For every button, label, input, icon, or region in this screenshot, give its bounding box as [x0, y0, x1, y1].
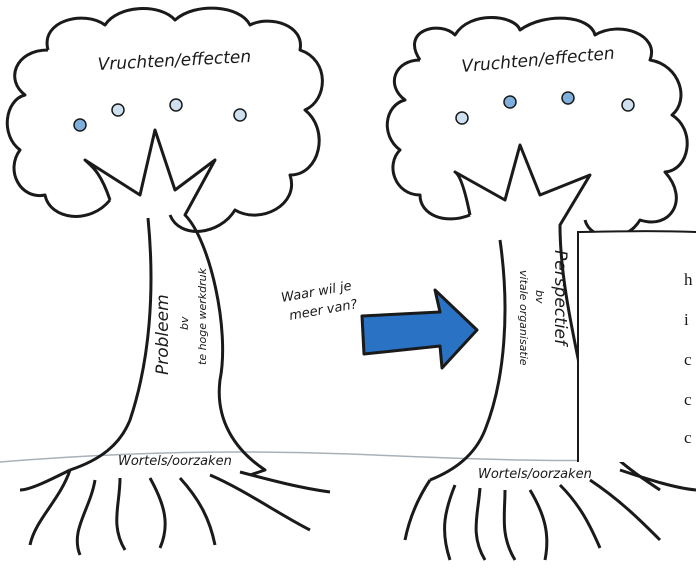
edge-letter: c [684, 428, 692, 448]
right-trunk-label: Perspectief [550, 250, 570, 348]
left-tree-crown [7, 8, 322, 231]
fruit-icon [112, 104, 124, 116]
right-trunk-sub-2: vitale organisatie [517, 270, 530, 366]
left-tree-roots [20, 470, 330, 555]
left-trunk-sub-2: te hoge werkdruk [196, 267, 209, 365]
right-fruits [456, 92, 634, 124]
left-crown-label: Vruchten/effecten [97, 47, 251, 75]
left-tree: Vruchten/effecten Probleem bv te hoge we… [7, 8, 330, 555]
left-roots-label: Wortels/oorzaken [118, 454, 232, 469]
page-edge-panel [578, 232, 696, 462]
fruit-icon [504, 96, 516, 108]
fruit-icon [562, 92, 574, 104]
fruit-icon [234, 109, 246, 121]
fruit-icon [456, 112, 468, 124]
right-crown-label: Vruchten/effecten [461, 44, 616, 77]
fruit-icon [74, 119, 86, 131]
edge-letter: h [684, 270, 693, 290]
edge-letter: c [684, 390, 692, 410]
edge-letter: i [684, 310, 689, 330]
left-fruits [74, 99, 246, 131]
arrow-icon [362, 290, 477, 368]
left-trunk-sub-1: bv [178, 316, 191, 330]
right-trunk-sub-1: bv [533, 290, 546, 304]
fruit-icon [622, 99, 634, 111]
fruit-icon [170, 99, 182, 111]
left-trunk-label: Probleem [153, 294, 173, 375]
edge-letter: c [684, 350, 692, 370]
right-roots-label: Wortels/oorzaken [478, 467, 592, 482]
